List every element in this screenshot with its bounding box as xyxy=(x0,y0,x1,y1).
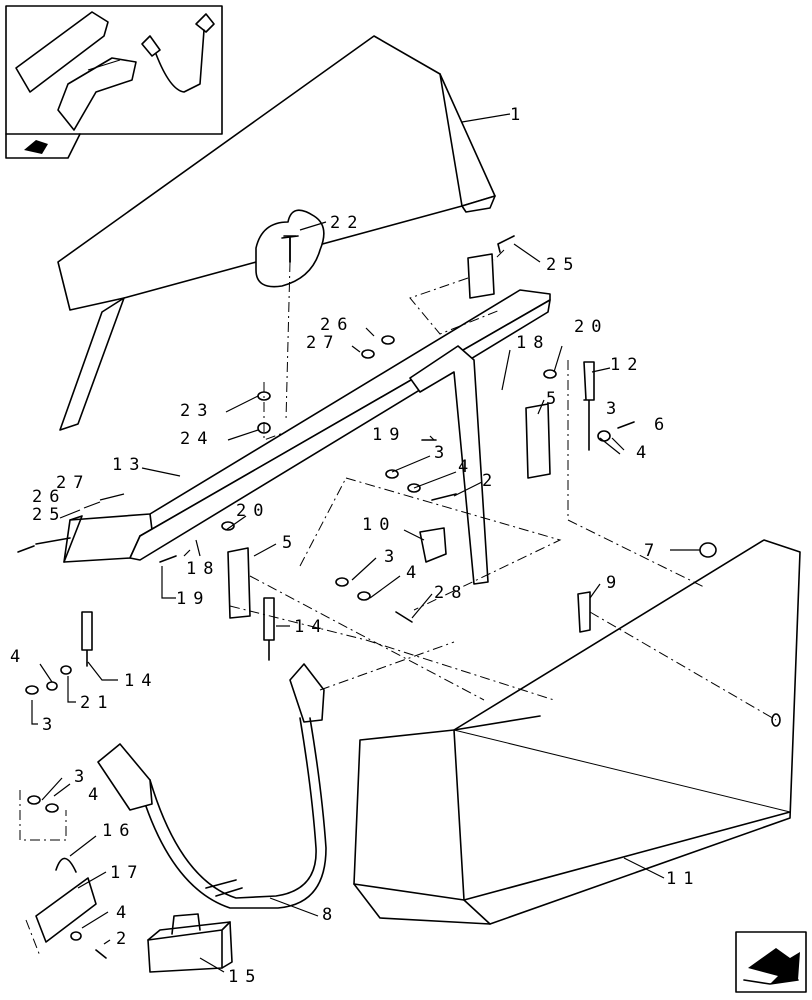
callout-3: 3 xyxy=(434,443,451,463)
callout-2: 2 xyxy=(116,929,133,949)
callout-28: 28 xyxy=(434,583,468,603)
callout-25: 25 xyxy=(32,505,66,525)
toolbox xyxy=(147,913,233,973)
callout-8: 8 xyxy=(322,905,339,925)
callout-10: 10 xyxy=(362,515,396,535)
callout-21: 21 xyxy=(80,693,114,713)
callout-4: 4 xyxy=(458,457,475,477)
callout-5: 5 xyxy=(546,389,563,409)
callout-11: 11 xyxy=(666,869,700,889)
callout-14: 14 xyxy=(294,617,328,637)
callout-4: 4 xyxy=(10,647,27,667)
fasteners xyxy=(17,235,781,959)
support-rod xyxy=(97,663,327,909)
callout-leaders xyxy=(31,113,700,973)
callout-26: 26 xyxy=(32,487,66,507)
callout-13: 13 xyxy=(112,455,146,475)
callout-27: 27 xyxy=(56,473,90,493)
upright-post xyxy=(409,253,495,585)
callout-labels: 1 22 25 26 27 18 20 12 23 24 19 5 3 6 4 … xyxy=(10,105,700,987)
callout-20: 20 xyxy=(236,501,270,521)
callout-16: 16 xyxy=(102,821,136,841)
page-reference-arrow-icon[interactable] xyxy=(5,133,81,159)
callout-7: 7 xyxy=(644,541,661,561)
callout-12: 12 xyxy=(610,355,644,375)
callout-3: 3 xyxy=(384,547,401,567)
callout-26: 26 xyxy=(320,315,354,335)
callout-20: 20 xyxy=(574,317,608,337)
callout-15: 15 xyxy=(228,967,262,987)
callout-4: 4 xyxy=(88,785,105,805)
callout-3: 3 xyxy=(606,399,623,419)
callout-22: 22 xyxy=(330,213,364,233)
callout-18: 18 xyxy=(186,559,220,579)
callout-25: 25 xyxy=(546,255,580,275)
callout-3: 3 xyxy=(74,767,91,787)
callout-5: 5 xyxy=(282,533,299,553)
callout-23: 23 xyxy=(180,401,214,421)
callout-17: 17 xyxy=(110,863,144,883)
callout-19: 19 xyxy=(176,589,210,609)
callout-18: 18 xyxy=(516,333,550,353)
callout-4: 4 xyxy=(116,903,133,923)
callout-6: 6 xyxy=(654,415,671,435)
callout-3: 3 xyxy=(42,715,59,735)
callout-1: 1 xyxy=(510,105,527,125)
gas-struts xyxy=(81,361,595,667)
callout-14: 14 xyxy=(124,671,158,691)
lower-bracket xyxy=(35,857,97,943)
callout-4: 4 xyxy=(636,443,653,463)
assembly-overview-inset[interactable] xyxy=(5,5,223,135)
callout-9: 9 xyxy=(606,573,623,593)
callout-27: 27 xyxy=(306,333,340,353)
side-cover-box xyxy=(353,539,801,925)
callout-4: 4 xyxy=(406,563,423,583)
callout-2: 2 xyxy=(482,471,499,491)
callout-19: 19 xyxy=(372,425,406,445)
hinge-brackets xyxy=(227,403,591,633)
next-page-arrow-icon[interactable] xyxy=(735,931,807,993)
alignment-lines xyxy=(19,249,777,957)
callout-24: 24 xyxy=(180,429,214,449)
